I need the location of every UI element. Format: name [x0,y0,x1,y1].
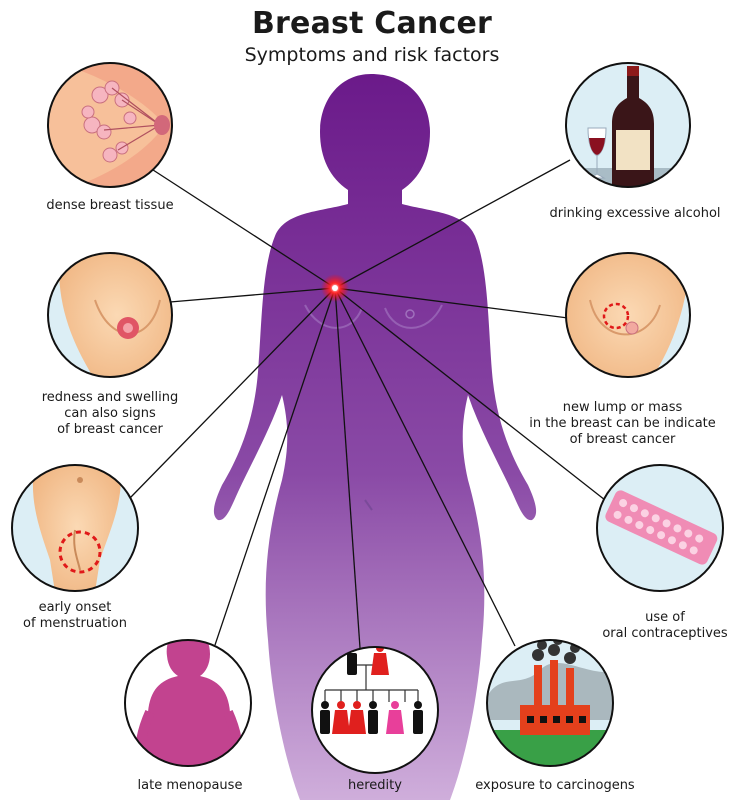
wine-bottle-icon [565,62,691,188]
focus-point-icon [321,274,349,302]
page-subtitle: Symptoms and risk factors [244,44,500,66]
connector-lines [129,159,606,649]
page-title: Breast Cancer [251,6,493,41]
breast-lump-icon [565,252,691,378]
label-redness-swelling: redness and swelling can also signs of b… [41,390,179,437]
label-early-menstruation: early onset of menstruation [23,600,127,631]
label-carcinogens: exposure to carcinogens [475,778,635,793]
pill-pack-icon [596,464,724,592]
pelvis-icon [11,464,139,592]
family-tree-icon [311,646,439,774]
label-late-menopause: late menopause [137,778,243,793]
label-alcohol: drinking excessive alcohol [549,206,721,221]
label-dense-breast-tissue: dense breast tissue [46,198,174,213]
label-new-lump: new lump or mass in the breast can be in… [529,400,716,447]
inflamed-breast-icon [47,252,173,378]
label-oral-contraceptives: use of oral contraceptives [602,610,728,641]
factory-icon [486,639,614,767]
label-heredity: heredity [348,778,402,793]
older-woman-icon [124,639,252,767]
breast-tissue-icon [47,62,173,188]
